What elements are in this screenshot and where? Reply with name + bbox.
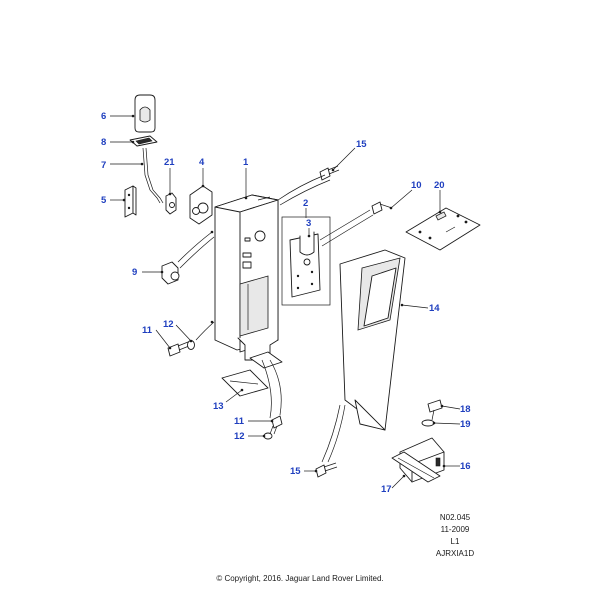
part-20-plate <box>405 207 481 251</box>
callout-5: 5 <box>101 195 107 206</box>
part-9-hinge <box>161 261 180 285</box>
callout-8: 8 <box>101 137 106 148</box>
part-5-bracket <box>124 185 137 218</box>
callout-4: 4 <box>199 157 205 168</box>
part-2-inset <box>281 216 331 306</box>
part-10-screw <box>371 201 393 215</box>
callout-18: 18 <box>460 404 471 415</box>
harness-lines <box>177 174 374 463</box>
callout-16: 16 <box>460 461 471 472</box>
callout-3: 3 <box>306 218 311 229</box>
part-7-rod <box>142 147 164 204</box>
leader-lines <box>110 114 461 489</box>
callout-2: 2 <box>303 198 308 209</box>
callout-21: 21 <box>164 157 175 168</box>
callout-6: 6 <box>101 111 106 122</box>
part-15-screw-top <box>319 165 340 181</box>
callout-13: 13 <box>213 401 224 412</box>
callout-11-left: 11 <box>142 325 153 336</box>
part-8-plate <box>129 135 158 147</box>
callout-20: 20 <box>434 180 445 191</box>
part-21-clip <box>165 192 177 215</box>
part-18-bolt <box>427 399 443 421</box>
part-1-panel <box>210 194 279 361</box>
callout-1: 1 <box>243 157 249 168</box>
callout-15-bottom: 15 <box>290 466 301 477</box>
callout-12-left: 12 <box>163 319 174 330</box>
part-17-plate <box>391 451 441 483</box>
diagram-ref: N02.045 <box>439 513 471 522</box>
callout-12-bottom: 12 <box>234 431 245 442</box>
part-13-bracket-b <box>249 351 283 369</box>
part-19-washer <box>421 419 435 427</box>
part-15-screw-bottom <box>315 462 338 478</box>
callout-15-top: 15 <box>356 139 367 150</box>
part-6-handle <box>134 94 156 133</box>
diagram-date: 11-2009 <box>440 525 470 534</box>
diagram-code: AJRXIA1D <box>435 549 475 558</box>
part-11-bolt-a <box>167 341 190 357</box>
part-11-bolt-b <box>269 415 283 435</box>
callout-19: 19 <box>460 419 471 430</box>
callout-11-bottom: 11 <box>234 416 245 427</box>
diagram-level: L1 <box>450 537 460 546</box>
callouts: 6 8 7 5 21 4 1 2 3 9 15 10 20 14 11 12 1… <box>101 111 471 495</box>
part-14-panel <box>339 249 406 431</box>
part-4-latch <box>189 185 213 225</box>
part-13-bracket <box>221 369 269 397</box>
callout-9: 9 <box>132 267 137 278</box>
copyright-notice: © Copyright, 2016. Jaguar Land Rover Lim… <box>216 574 384 583</box>
callout-14: 14 <box>429 303 440 314</box>
callout-10: 10 <box>411 180 422 191</box>
callout-7: 7 <box>101 160 106 171</box>
callout-17: 17 <box>381 484 392 495</box>
